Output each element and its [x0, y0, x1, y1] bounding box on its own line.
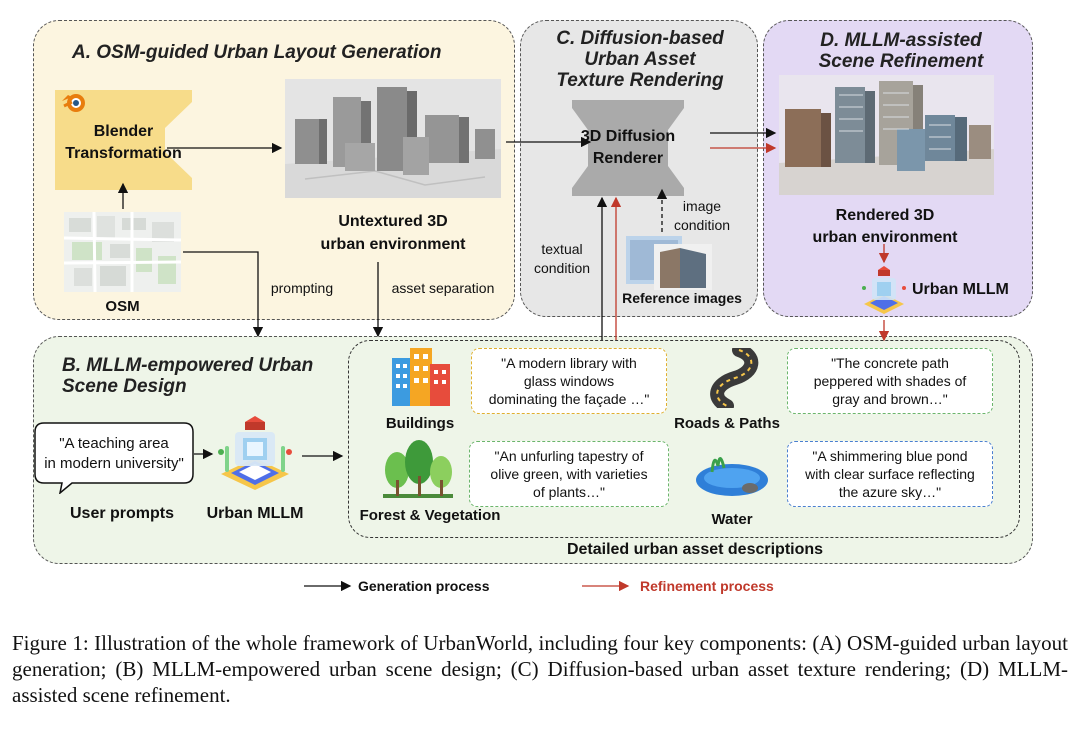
rendered-city-image [779, 75, 994, 195]
reference-images-label: Reference images [622, 290, 742, 306]
untextured-label: Untextured 3D urban environment [320, 213, 466, 253]
forest-icon [383, 440, 453, 500]
panel-b-title: B. MLLM-empowered Urban Scene Design [62, 355, 314, 397]
detailed-descriptions-label: Detailed urban asset descriptions [566, 541, 824, 558]
roads-label: Roads & Paths [674, 415, 780, 432]
urban-mllm-label-d: Urban MLLM [912, 281, 1009, 298]
buildings-quote: "A modern library with glass windows dom… [471, 348, 667, 414]
blender-label: Blender Transformation [65, 123, 182, 162]
legend-generation-label: Generation process [358, 578, 490, 594]
water-label: Water [711, 511, 753, 528]
forest-quote: "An unfurling tapestry of olive green, w… [469, 441, 669, 507]
blender-icon [60, 90, 88, 114]
blender-shape [55, 90, 192, 190]
osm-map-image [63, 211, 182, 293]
roads-quote: "The concrete path peppered with shades … [787, 348, 993, 414]
osm-label: OSM [105, 298, 140, 315]
image-condition-label: image condition [673, 198, 731, 233]
figure-caption: Figure 1: Illustration of the whole fram… [12, 631, 1068, 707]
water-icon [694, 446, 770, 498]
rendered-label: Rendered 3D urban environment [812, 207, 958, 246]
urban-mllm-icon-d [858, 264, 910, 316]
urban-mllm-icon-b [213, 414, 297, 492]
textual-condition-label: textual condition [533, 241, 591, 276]
urban-mllm-label-b: Urban MLLM [206, 505, 304, 522]
asset-separation-label: asset separation [391, 280, 495, 296]
user-quote: "A teaching area in modern university" [44, 435, 184, 472]
buildings-icon [388, 344, 454, 406]
panel-d-title: D. MLLM-assisted Scene Refinement [818, 30, 984, 72]
renderer-label: 3D Diffusion Renderer [580, 128, 676, 167]
user-prompts-label: User prompts [69, 505, 175, 522]
prompting-label: prompting [270, 280, 334, 296]
forest-label: Forest & Vegetation [359, 507, 501, 524]
asset-descriptions-box [348, 340, 1020, 538]
buildings-label: Buildings [385, 415, 455, 432]
reference-images [626, 234, 714, 290]
user-speech-bubble [34, 422, 194, 495]
panel-c-title: C. Diffusion-based Urban Asset Texture R… [556, 28, 724, 91]
legend-refinement-label: Refinement process [640, 578, 774, 594]
untextured-city-image [285, 79, 501, 198]
panel-a-title: A. OSM-guided Urban Layout Generation [72, 42, 442, 63]
roads-icon [705, 343, 761, 413]
water-quote: "A shimmering blue pond with clear surfa… [787, 441, 993, 507]
diffusion-renderer-shape [572, 100, 684, 196]
